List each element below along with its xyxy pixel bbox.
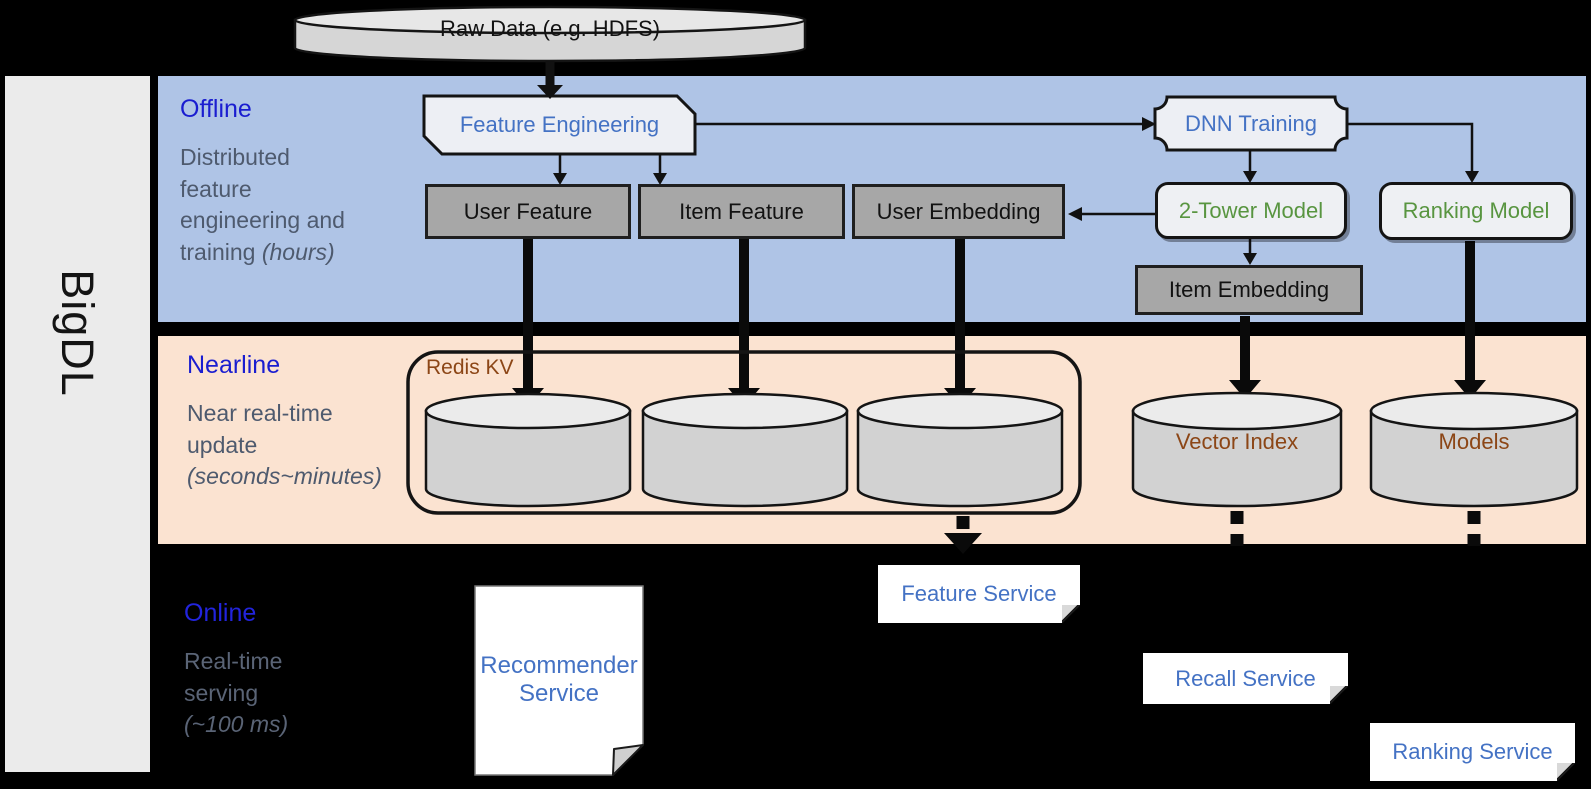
item-embedding-box: Item Embedding — [1135, 265, 1363, 315]
redis-kv-container — [406, 350, 1082, 515]
arrow-two-tower-to-user-embedding — [1068, 207, 1155, 221]
offline-latency-note: (hours) — [261, 239, 335, 266]
online-band — [158, 544, 1586, 789]
ranking-service-box: Ranking Service — [1370, 723, 1575, 781]
arrow-feature-engineering-to-dnn-training — [695, 117, 1156, 131]
ranking-model-box: Ranking Model — [1379, 182, 1573, 240]
feature-engineering-shape — [422, 94, 697, 156]
arrow-rawdata-to-feature-engineering — [537, 61, 563, 99]
arrow-user-embedding-to-redis — [944, 239, 976, 407]
arrow-feature-engineering-to-user-feature — [553, 154, 567, 185]
connector-arrows — [537, 61, 1479, 265]
item-feature-box: Item Feature — [638, 184, 845, 239]
nearline-section-desc: Near real-time update (seconds~minutes) — [187, 400, 382, 490]
redis-cylinder-2 — [641, 392, 849, 508]
online-latency-note: (~100 ms) — [184, 711, 289, 738]
dnn-training-shape — [1153, 95, 1349, 152]
bigdl-logo-text: BigDL — [51, 269, 103, 397]
dashed-connectors — [944, 511, 1481, 554]
recall-service-box: Recall Service — [1143, 653, 1348, 704]
arrow-two-tower-to-item-embedding — [1243, 239, 1257, 265]
folded-corner-icon — [1330, 686, 1348, 704]
user-feature-box: User Feature — [425, 184, 631, 239]
arrow-dnn-training-to-two-tower-model — [1243, 150, 1257, 183]
folded-corner-icon — [1557, 763, 1575, 781]
online-section-desc: Real-time serving (~100 ms) — [184, 648, 289, 738]
models-cylinder — [1369, 391, 1579, 508]
online-section-title: Online — [184, 599, 257, 627]
feature-service-box: Feature Service — [878, 565, 1080, 623]
raw-data-label: Raw Data (e.g. HDFS) — [439, 16, 661, 41]
models-label: Models — [1438, 429, 1510, 454]
bigdl-logo: BigDL — [12, 255, 142, 411]
redis-cylinder-1 — [424, 392, 632, 508]
dnn-training-label: DNN Training — [1184, 110, 1318, 136]
dashed-arrow-redis-to-feature-service — [944, 516, 982, 554]
arrow-ranking-model-to-models — [1454, 241, 1486, 399]
offline-section-desc: Distributed feature engineering and trai… — [180, 144, 345, 266]
vector-index-cylinder — [1131, 391, 1343, 508]
nearline-latency-note: (seconds~minutes) — [187, 463, 382, 490]
arrow-item-feature-to-redis — [728, 239, 760, 407]
redis-cylinder-3 — [856, 392, 1064, 508]
arrow-dnn-training-to-ranking-model — [1347, 122, 1479, 183]
redis-kv-label: Redis KV — [426, 356, 514, 379]
arrow-user-feature-to-redis — [512, 239, 544, 407]
user-embedding-box: User Embedding — [852, 184, 1065, 239]
arrow-item-embedding-to-vector-index — [1229, 316, 1261, 399]
folded-corner-icon — [1062, 605, 1080, 623]
recommender-service-label: Recommender Service — [480, 652, 638, 707]
arrow-feature-engineering-to-item-feature — [653, 154, 667, 185]
offline-section-title: Offline — [180, 95, 252, 123]
feature-engineering-label: Feature Engineering — [459, 112, 660, 137]
vector-index-label: Vector Index — [1175, 429, 1299, 454]
nearline-section-title: Nearline — [187, 351, 281, 379]
recommender-service-document — [474, 585, 644, 776]
thick-data-arrows — [512, 239, 1486, 407]
raw-data-cylinder — [293, 5, 807, 63]
bigdl-brand-band — [5, 76, 150, 772]
two-tower-model-box: 2-Tower Model — [1155, 182, 1347, 239]
